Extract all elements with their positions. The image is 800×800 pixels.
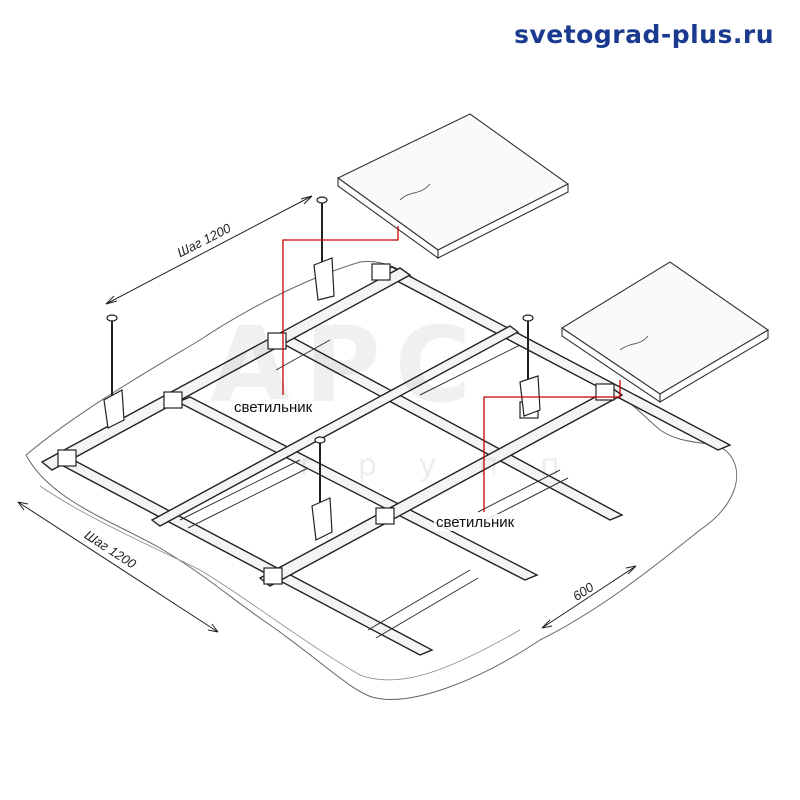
cross-tees — [179, 339, 569, 639]
cross-runner — [150, 325, 520, 527]
leader-bottom — [483, 380, 621, 512]
leader-top — [282, 226, 399, 395]
luminaire-label-bottom: светильник — [434, 514, 517, 531]
luminaire-panel — [336, 113, 570, 251]
site-url[interactable]: svetograd-plus.ru — [514, 20, 774, 49]
main-runners — [50, 266, 732, 656]
main-runner — [176, 396, 539, 581]
luminaire-label-top: светильник — [232, 399, 315, 416]
slab-underside — [39, 485, 521, 681]
dimension-lines — [17, 195, 637, 633]
wire-leaders — [282, 226, 621, 512]
dim-line-top — [105, 195, 313, 305]
watermark-subtitle: групп — [300, 448, 602, 483]
dim-line-left — [17, 501, 219, 633]
dim-line-module — [541, 565, 637, 629]
luminaire-wires — [399, 183, 649, 351]
hanger-caps — [106, 196, 534, 444]
luminaire-panels — [336, 113, 770, 404]
hanger-brackets — [103, 257, 541, 541]
connectors — [57, 263, 615, 585]
